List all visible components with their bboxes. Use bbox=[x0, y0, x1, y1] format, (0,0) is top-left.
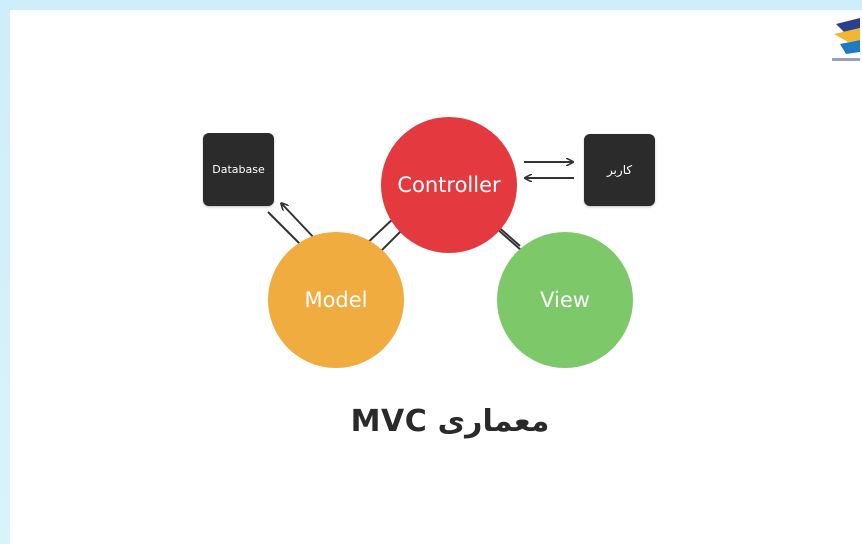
user-box: کاربر bbox=[584, 134, 655, 206]
database-box: Database bbox=[203, 133, 274, 206]
controller-circle: Controller bbox=[381, 117, 517, 253]
model-circle: Model bbox=[268, 232, 404, 368]
site-logo-icon bbox=[832, 18, 860, 61]
view-circle: View bbox=[497, 232, 633, 368]
arrow-model-to-db bbox=[282, 204, 317, 241]
diagram-title: معماری MVC bbox=[350, 404, 550, 439]
slide-canvas bbox=[10, 10, 862, 544]
